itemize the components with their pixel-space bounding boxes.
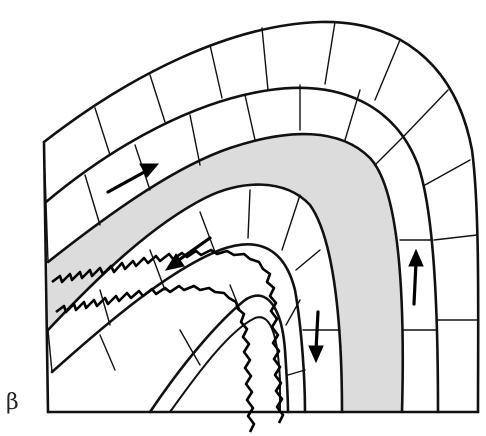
core-fold xyxy=(170,317,280,412)
arrow-icon xyxy=(309,312,323,362)
figure-label: β xyxy=(6,392,19,414)
arrow-icon xyxy=(409,250,423,304)
layer-boundary-5 xyxy=(150,296,288,412)
crenulation-lower xyxy=(56,286,254,432)
